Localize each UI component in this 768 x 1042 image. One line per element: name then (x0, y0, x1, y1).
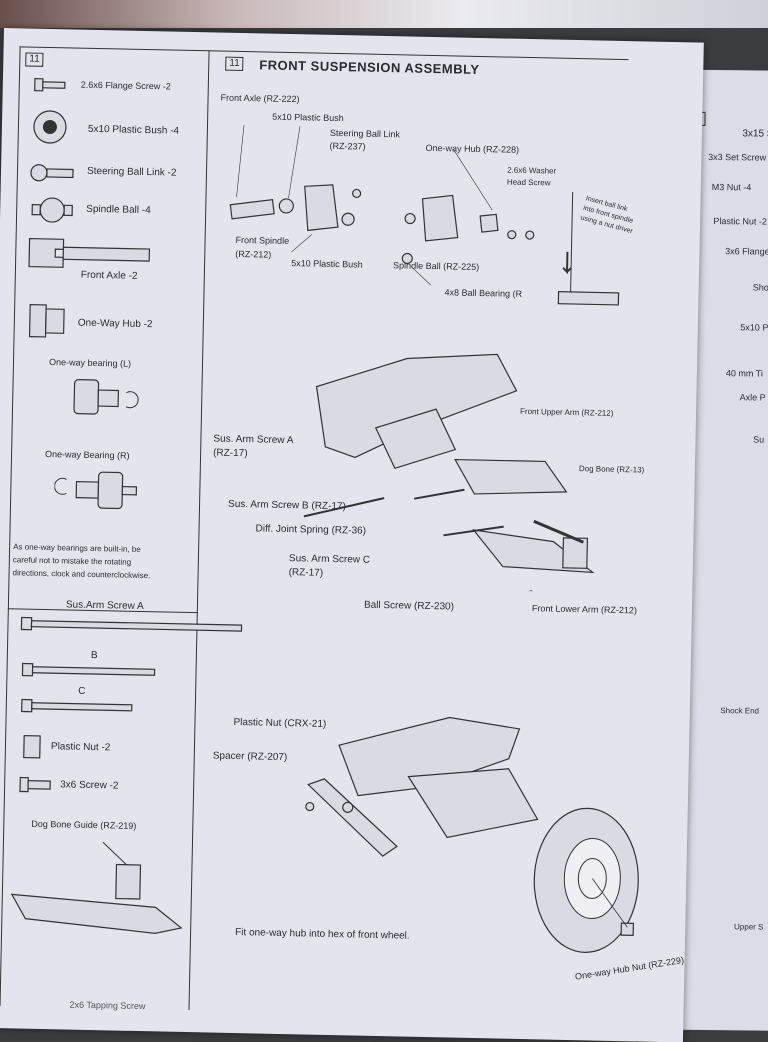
wheel-assembly-diagram (305, 716, 639, 953)
right-item: Sho (752, 282, 768, 293)
screw-a-icon (20, 616, 243, 632)
screw-c-label: C (78, 685, 86, 697)
part-label: Steering Ball Link -2 (86, 165, 177, 179)
right-item: Upper S (734, 922, 764, 932)
spindle-ball-icon (31, 197, 73, 223)
right-item: Axle P (739, 392, 766, 403)
screw-b-icon (21, 662, 156, 677)
section-title: FRONT SUSPENSION ASSEMBLY (259, 57, 480, 77)
spindle-exploded-diagram (229, 125, 620, 306)
right-item: Shock End (720, 706, 760, 716)
part-label: 2.6x6 Flange Screw -2 (80, 79, 171, 92)
left-step-number: 11 (25, 52, 44, 67)
label-front-axle: Front Axle (RZ-222) (220, 92, 300, 105)
screw-a-label: Sus.Arm Screw A (65, 599, 144, 613)
part-label: Front Axle -2 (80, 269, 138, 282)
flange-screw-icon (34, 78, 66, 92)
screw-3x6-icon (19, 776, 51, 793)
right-item: 3x6 Flange (725, 246, 768, 257)
background-strip (0, 0, 768, 28)
right-item: 3x3 Set Screw (708, 151, 767, 163)
bearing-right-icon (54, 471, 138, 510)
bearing-note: As one-way bearings are built-in, be car… (12, 540, 151, 582)
part-label: Plastic Nut -2 (50, 741, 111, 754)
part-label: 5x10 Plastic Bush -4 (87, 123, 180, 137)
part-label: One-way bearing (L) (48, 357, 132, 369)
one-way-hub-icon (28, 303, 65, 338)
part-label: 3x6 Screw -2 (60, 779, 119, 792)
dog-bone-guide-icon (10, 841, 183, 934)
note-line: directions, clock and counterclockwise. (12, 568, 151, 581)
main-step-number: 11 (225, 56, 244, 72)
tapping-screw-label: 2x6 Tapping Screw (69, 999, 146, 1012)
right-item: M3 Nut -4 (711, 181, 752, 193)
dog-bone-guide-label: Dog Bone Guide (RZ-219) (31, 818, 137, 831)
screw-c-icon (21, 698, 133, 713)
label-sus-arm-screw-a: Sus. Arm Screw A(RZ-17) (213, 432, 294, 462)
part-label: One-way Bearing (R) (44, 448, 130, 461)
part-label: Spindle Ball -4 (86, 203, 151, 217)
bearing-left-icon (73, 379, 139, 415)
plastic-nut-icon (23, 734, 41, 759)
manual-page: 11 2.6x6 Flange Screw -2 5x10 Plastic Bu… (0, 28, 704, 1042)
suspension-arm-diagram (303, 353, 595, 594)
label-spacer: Spacer (RZ-207) (212, 750, 288, 764)
right-item: 40 mm Ti (725, 368, 763, 379)
label-front-lower-arm: Front Lower Arm (RZ-212) (531, 603, 638, 616)
right-item: 5x10 P (740, 322, 768, 333)
label-ball-screw: Ball Screw (RZ-230) (363, 599, 455, 613)
text-line: (RZ-17) (213, 447, 248, 460)
screw-b-label: B (90, 649, 98, 662)
part-label: One-Way Hub -2 (77, 317, 153, 331)
right-item: Plastic Nut -2 (713, 216, 768, 227)
top-border-left (19, 46, 210, 52)
right-item: 3x15 S (742, 128, 768, 140)
front-axle-icon (28, 237, 151, 268)
plastic-bush-icon (33, 110, 67, 144)
ball-link-icon (30, 164, 74, 182)
right-item: Su (753, 434, 765, 445)
column-divider (188, 50, 210, 1011)
